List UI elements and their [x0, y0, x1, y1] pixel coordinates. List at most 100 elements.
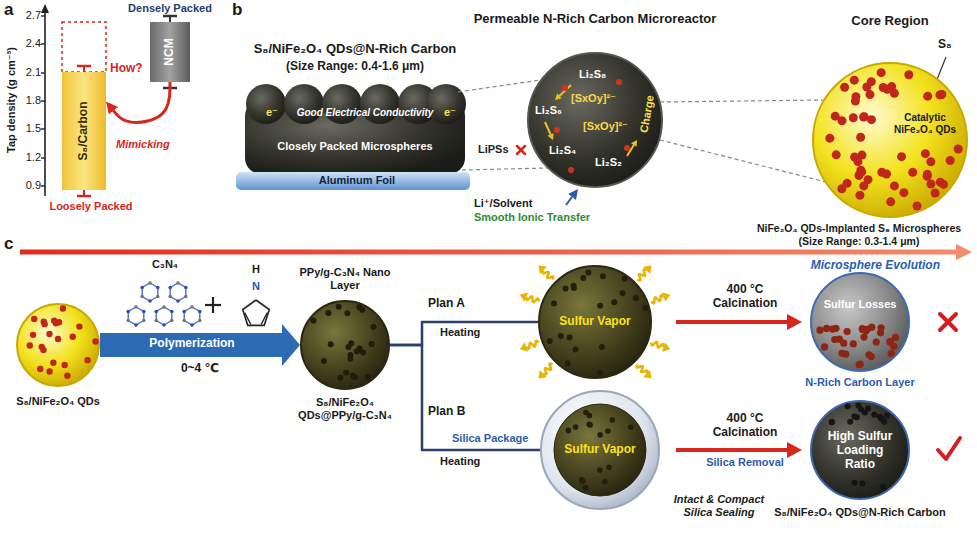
c3n4-structure-part: [198, 319, 202, 323]
sulfur-vapor-arrow: [520, 292, 539, 302]
ncm-bar: NCM: [150, 22, 190, 82]
catalyst-dots-part: [70, 334, 76, 340]
catalyst-dots-part: [863, 175, 872, 184]
conversion-arrows-part: [548, 133, 554, 140]
figure-label: Smooth Ionic Transfer: [474, 211, 604, 224]
catalyst-dots-part: [27, 342, 33, 348]
sulfur-vapor-arrow: [637, 265, 651, 280]
figure-label: 2.4: [18, 37, 41, 50]
c3n4-structure-part: [182, 310, 186, 314]
reject-mark-part: [940, 314, 956, 330]
catalyst-dots-part: [642, 305, 648, 311]
catalyst-dots-part: [360, 349, 366, 355]
c3n4-structure-part: [182, 319, 186, 323]
catalyst-dots-part: [832, 150, 841, 159]
sulfur-vapor-arrow-part: [526, 341, 538, 349]
reject-mark-part: [940, 314, 956, 330]
c3n4-structure-part: [134, 305, 138, 309]
catalyst-dots-part: [41, 321, 47, 327]
catalyst-dots: [27, 305, 99, 379]
catalyst-dots-part: [939, 180, 948, 189]
catalyst-dots-part: [50, 360, 56, 366]
catalyst-dots-part: [926, 180, 935, 189]
figure-label: c: [4, 234, 20, 254]
catalyst-dots-part: [337, 375, 343, 381]
ion-transfer-arrow: [566, 197, 572, 205]
c3n4-structure-part: [148, 299, 152, 303]
figure-label: Silica Removal: [695, 456, 795, 469]
catalyst-dots-part: [64, 373, 70, 379]
heated-microsphere-shape-part: [539, 266, 651, 378]
catalyst-dots-part: [853, 157, 862, 166]
catalyst-dots-part: [946, 156, 955, 165]
catalyst-dots-part: [566, 428, 572, 434]
catalyst-dots-part: [600, 273, 606, 279]
catalyst-dots-part: [886, 197, 895, 206]
figure-label: Microsphere Evolution: [780, 259, 940, 273]
c3n4-structure-part: [140, 286, 144, 290]
catalyst-dots-part: [855, 402, 861, 408]
zoom-lines-part: [660, 140, 826, 182]
figure-label: H: [249, 263, 263, 276]
catalyst-dots-part: [55, 336, 61, 342]
catalyst-dots-part: [882, 170, 891, 179]
figure-label: Catalytic NiFe₂O₄ QDs: [885, 112, 965, 135]
accept-mark-part: [938, 438, 960, 459]
catalyst-dots-part: [628, 424, 634, 430]
sulfur-vapor-arrow: [637, 364, 652, 378]
node-text: S₈/NiFe₂O₄ QDs: [8, 395, 108, 408]
catalyst-dots-part: [599, 344, 605, 350]
catalyst-dots-part: [847, 419, 853, 425]
sulfur-loss-sphere: Sulfur Losses: [810, 272, 910, 372]
connector-label: 400 °C Calcination: [705, 412, 785, 440]
catalyst-dots-part: [602, 479, 608, 485]
catalyst-dots-part: [633, 295, 639, 301]
sulfur-vapor-arrow-part: [662, 292, 670, 301]
catalyst-dots-part: [888, 350, 895, 357]
microsphere-stack: [245, 84, 466, 174]
c3n4-structure-part: [176, 299, 180, 303]
catalyst-dots-part: [862, 327, 869, 334]
c3n4-structure-part: [156, 295, 160, 299]
catalyst-dots: [825, 68, 962, 210]
catalyst-dots-part: [880, 484, 886, 490]
blocked-mark-part: [517, 146, 525, 154]
catalyst-dots-part: [572, 347, 578, 353]
node-subtext: Li₂S₄: [549, 144, 583, 157]
catalyst-dots-part: [897, 152, 906, 161]
figure-label: e⁻: [266, 106, 280, 119]
connector-label: 400 °C Calcination: [705, 283, 785, 311]
blocked-mark-part: [517, 146, 525, 154]
figure-label: Tap density (g cm⁻³): [5, 47, 18, 153]
c3n4-structure-part: [176, 281, 180, 285]
catalyst-dots-part: [336, 304, 342, 310]
figure-label: LiPSs: [478, 143, 518, 156]
target-density-box: [62, 22, 106, 72]
catalyst-dots-part: [580, 275, 586, 281]
catalyst-dots-part: [856, 133, 865, 142]
chart-axis-part: [41, 43, 45, 44]
catalyst-dots-part: [954, 145, 963, 154]
sulfur-vapor-arrow-part: [520, 342, 528, 351]
catalyst-dots-part: [904, 70, 913, 79]
catalyst-dots-part: [921, 149, 930, 158]
catalyst-dots-part: [877, 324, 884, 331]
chart-axis: [41, 4, 49, 196]
catalyst-dots-part: [354, 349, 360, 355]
catalyst-dots-part: [825, 134, 834, 143]
sulfur-microsphere: S₈/NiFe₂O₄ QDs: [16, 303, 100, 387]
chart-axis-part: [41, 72, 45, 73]
figure-label: 1.2: [18, 151, 41, 164]
microreactor-sphere: Permeable N-Rich Carbon MicroreactorLi₂S…: [527, 52, 663, 188]
catalyst-dots-part: [84, 357, 90, 363]
catalyst-dots-part: [56, 319, 62, 325]
catalyst-dots-part: [890, 343, 897, 350]
node-subtext: [SxOy]²⁻: [571, 92, 627, 105]
chart-axis-part: [41, 157, 45, 158]
c3n4-structure-part: [126, 310, 130, 314]
catalyst-dots-part: [860, 333, 867, 340]
catalyst-dots-part: [350, 373, 356, 379]
catalyst-dots-part: [568, 167, 574, 173]
catalyst-dots: [816, 324, 899, 369]
